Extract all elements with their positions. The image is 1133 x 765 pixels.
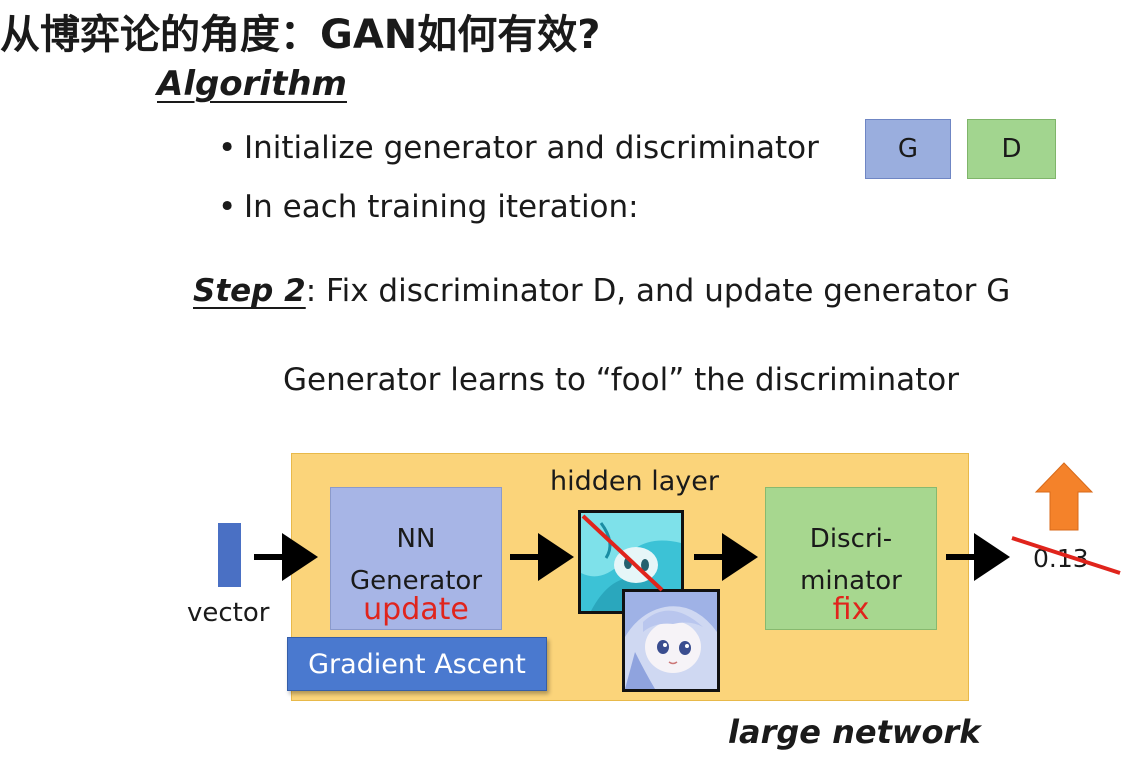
anime-face-image-icon (625, 592, 717, 689)
step-line: Step 2: Fix discriminator D, and update … (193, 273, 1010, 309)
discriminator-label-line1: Discri- (809, 524, 893, 554)
bullet-text: In each training iteration: (244, 189, 639, 225)
generator-label-line1: NN (396, 524, 436, 554)
output-score: 0.13 (1033, 544, 1089, 573)
hidden-layer-label: hidden layer (550, 466, 719, 497)
generated-image-after (622, 589, 720, 692)
vector-label: vector (187, 598, 270, 628)
discriminator-box: Discri- minator fix (765, 487, 937, 630)
up-arrow-icon (1034, 462, 1094, 531)
generator-mini-box: G (865, 119, 951, 179)
slide-title: 从博弈论的角度：GAN如何有效? (0, 12, 601, 58)
discriminator-label-line2: minator (800, 566, 902, 596)
bullet-iteration: •In each training iteration: (218, 189, 639, 225)
discriminator-status: fix (832, 592, 870, 627)
diagram-subtitle: Generator learns to “fool” the discrimin… (283, 362, 960, 398)
bullet-text: Initialize generator and discriminator (244, 130, 819, 166)
input-vector-bar (218, 523, 241, 587)
nn-generator-box: NN Generator update (330, 487, 502, 630)
bullet-initialize: •Initialize generator and discriminator (218, 130, 819, 166)
algorithm-heading: Algorithm (157, 64, 347, 104)
bullet-dot: • (218, 189, 237, 225)
generator-status: update (363, 592, 469, 627)
bullet-dot: • (218, 130, 237, 166)
step-text: : Fix discriminator D, and update genera… (305, 273, 1011, 309)
discriminator-mini-box: D (967, 119, 1056, 179)
gradient-ascent-button: Gradient Ascent (287, 637, 547, 691)
generator-label-line2: Generator (349, 566, 483, 596)
large-network-label: large network (728, 713, 981, 751)
step-label: Step 2 (193, 273, 306, 309)
